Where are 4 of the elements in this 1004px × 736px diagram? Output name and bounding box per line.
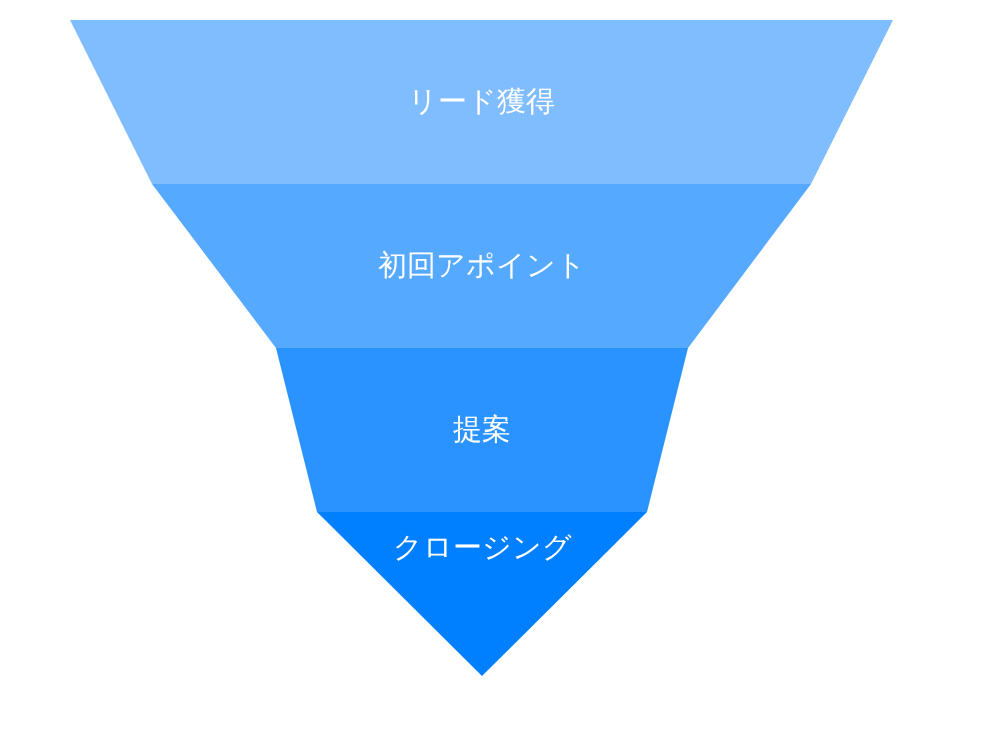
stage-label: リード獲得 [408, 83, 555, 120]
stage-label: 提案 [453, 411, 511, 448]
stage-label: クロージング [392, 529, 572, 566]
stage-label: 初回アポイント [377, 247, 586, 284]
